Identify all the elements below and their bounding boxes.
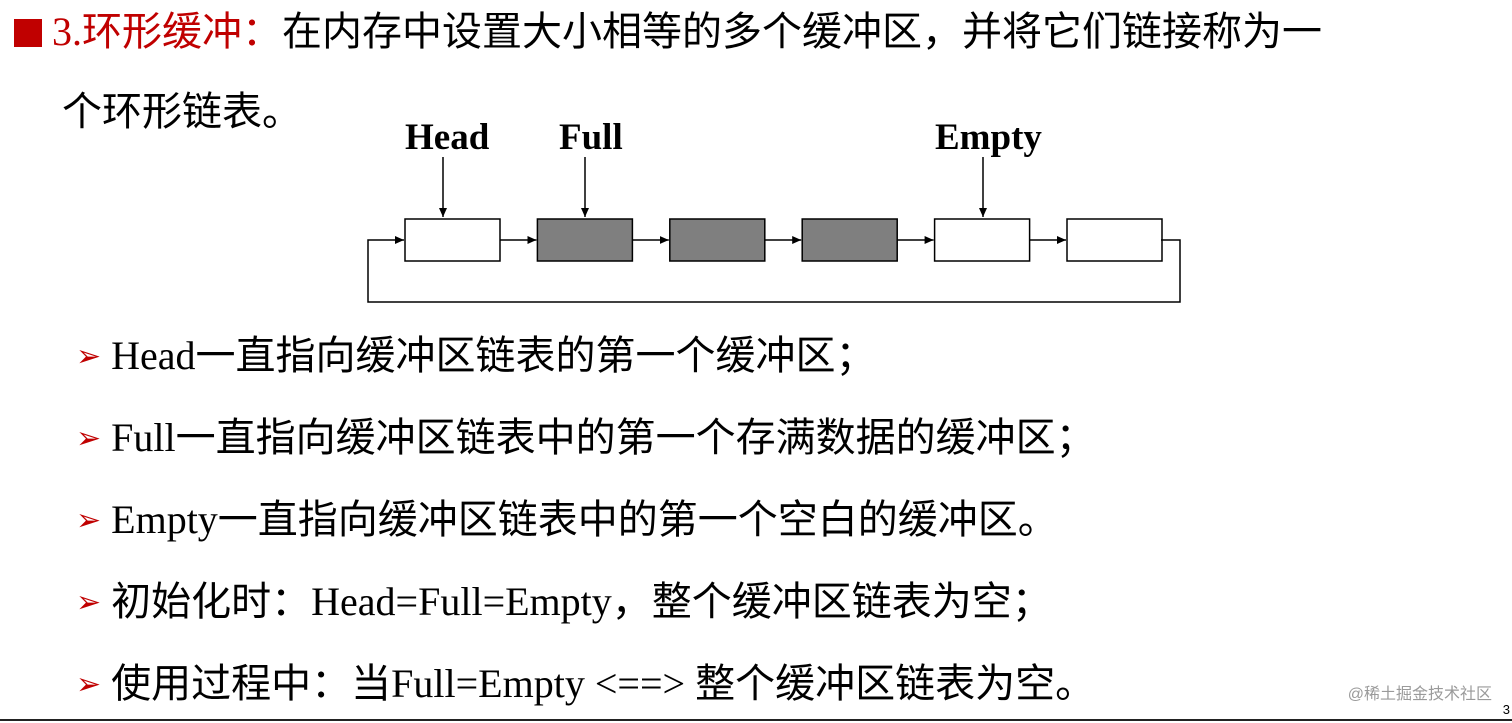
empty-label: Empty: [935, 117, 1042, 158]
arrow-bullet-icon: ➢: [76, 504, 102, 537]
bullet-item: ➢初始化时：Head=Full=Empty，整个缓冲区链表为空；: [76, 579, 1052, 624]
heading-line-1: 3.环形缓冲：在内存中设置大小相等的多个缓冲区，并将它们链接称为一: [14, 6, 1322, 58]
arrow-bullet-icon: ➢: [76, 668, 102, 701]
head-label: Head: [405, 117, 490, 158]
buffer-chain: [404, 218, 1163, 262]
full-label: Full: [559, 117, 623, 158]
buffer-empty-6: [1066, 218, 1163, 262]
buffer-empty-5: [933, 218, 1031, 262]
ring-return-line: [367, 236, 1181, 303]
buffer-full-3: [669, 218, 766, 262]
watermark: @稀土掘金技术社区: [1347, 686, 1492, 703]
arrow-bullet-icon: ➢: [76, 586, 102, 619]
bullet-item: ➢使用过程中：当Full=Empty <==> 整个缓冲区链表为空。: [76, 661, 1096, 706]
bullet-item: ➢Empty一直指向缓冲区链表中的第一个空白的缓冲区。: [76, 497, 1058, 542]
heading-line-2: 个环形链表。: [62, 89, 302, 134]
buffer-full-2: [536, 218, 634, 262]
heading-text: 在内存中设置大小相等的多个缓冲区，并将它们链接称为一: [282, 9, 1322, 54]
square-bullet-icon: [14, 19, 42, 47]
buffer-empty-1: [404, 218, 501, 262]
bullet-item: ➢Full一直指向缓冲区链表中的第一个存满数据的缓冲区；: [76, 415, 1096, 460]
page-number: 3: [1502, 702, 1510, 717]
heading-number: 3.: [52, 9, 82, 54]
footer-rule: [0, 719, 1512, 721]
arrow-bullet-icon: ➢: [76, 422, 102, 455]
heading-keyword: 环形缓冲：: [82, 9, 282, 54]
bullet-item: ➢Head一直指向缓冲区链表的第一个缓冲区；: [76, 333, 876, 378]
buffer-full-4: [801, 218, 898, 262]
arrow-bullet-icon: ➢: [76, 340, 102, 373]
